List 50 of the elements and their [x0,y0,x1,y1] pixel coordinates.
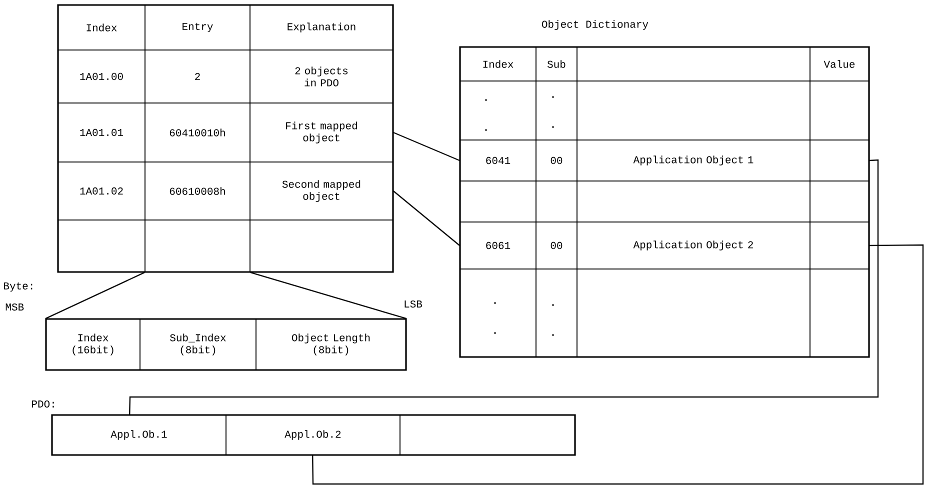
column-header: Value [810,46,870,82]
table-cell [810,80,870,140]
table-cell [144,220,250,272]
connector-line [393,132,460,162]
node-label: Index (16bit) [72,334,114,356]
node-label: Index [86,24,117,32]
table-cell [536,268,578,358]
table-cell [810,222,870,270]
table-cell: 1A01.00 [58,50,146,104]
connector-line [393,190,460,246]
table-cell [576,268,810,358]
table-cell: First mapped object [250,102,394,162]
column-header: Sub [536,46,578,82]
table-cell: 2 [144,50,250,104]
table-cell [810,180,870,222]
connector-line [312,244,924,485]
table-cell [576,80,810,140]
lsb-label: LSB [404,300,422,308]
expansion-line [250,272,407,320]
node-label: Appl.Ob.1 [110,430,167,440]
field-cell: Sub_Index (8bit) [140,318,256,370]
table-cell: 60410010h [144,102,250,162]
table-cell [536,180,578,222]
table-cell: 00 [536,140,578,182]
table-cell: Second mapped object [250,162,394,220]
table-cell [810,140,870,182]
table-cell: 1A01.02 [58,162,146,220]
pdo-slot: Appl.Ob.2 [226,414,400,456]
table-cell: Application Object 1 [576,140,810,182]
table-cell: 6041 [460,140,536,182]
table-cell [810,268,870,358]
byte-label: Byte: [4,282,32,292]
table-cell: 1A01.01 [58,102,146,162]
msb-label: MSB [6,303,24,311]
table-cell: 60610008h [144,162,250,220]
field-cell: Object Length (8bit) [256,318,406,370]
table-cell: 2 objects in PDO [250,50,394,104]
table-cell: 00 [536,222,578,270]
table-cell [250,220,394,272]
expansion-line [45,272,145,320]
connector-line [129,159,879,415]
table-title: Object Dictionary [542,20,648,30]
node-label: Index [483,60,514,68]
column-header: Entry [144,4,250,50]
table-cell: Application Object 2 [576,222,810,270]
column-header: Explanation [250,4,394,50]
pdo-label: PDO: [32,400,54,408]
table-cell [576,180,810,222]
table-cell [536,80,578,140]
table-cell: 6061 [460,222,536,270]
